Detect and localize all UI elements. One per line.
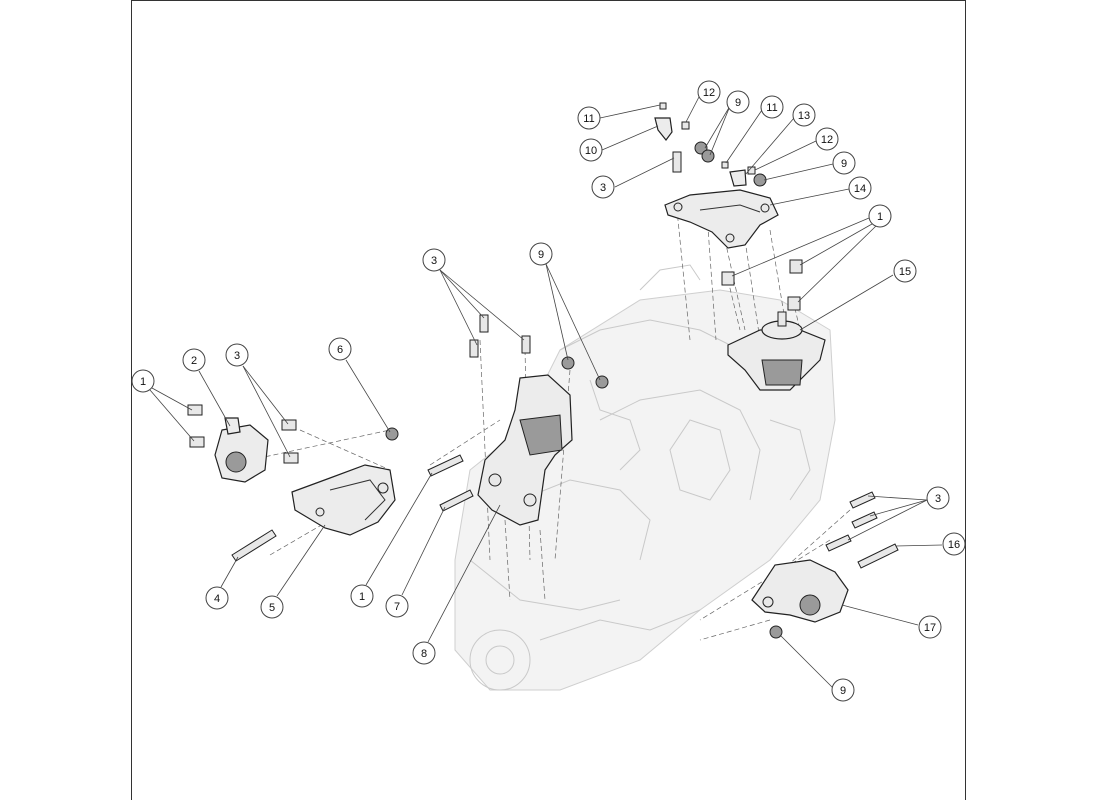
callout-number: 9 (841, 158, 847, 170)
callout-circle (792, 103, 816, 127)
callout-number: 9 (538, 249, 544, 261)
callout-c25: 17 (918, 615, 942, 639)
center-gearbox-mount (469, 314, 609, 526)
callout-c9: 3 (591, 175, 615, 199)
callout-circle (726, 90, 750, 114)
callout-c8: 9 (832, 151, 856, 175)
callout-circle (529, 242, 553, 266)
callout-c12: 3 (422, 248, 446, 272)
callout-c3: 9 (726, 90, 750, 114)
callout-number: 12 (703, 87, 715, 99)
callout-number: 7 (394, 601, 400, 613)
left-transmission-mount (187, 404, 269, 483)
callout-c6: 10 (579, 138, 603, 162)
callout-circle (205, 586, 229, 610)
callout-circle (918, 615, 942, 639)
callout-circle (350, 584, 374, 608)
callout-c10: 14 (848, 176, 872, 200)
callout-number: 10 (585, 145, 597, 157)
callout-c14: 15 (893, 259, 917, 283)
callout-circle (182, 348, 206, 372)
callout-c22: 5 (260, 595, 284, 619)
callout-number: 9 (840, 685, 846, 697)
upper-mount-bracket (664, 189, 779, 249)
callout-c24: 7 (385, 594, 409, 618)
long-bolts (231, 454, 899, 569)
callout-c1: 11 (577, 106, 601, 130)
callout-number: 1 (877, 211, 883, 223)
callout-number: 1 (359, 591, 365, 603)
callout-circle (412, 641, 436, 665)
callout-c17: 3 (225, 343, 249, 367)
callout-number: 13 (798, 110, 810, 122)
callout-circle (893, 259, 917, 283)
callout-number: 1 (140, 376, 146, 388)
callout-circle (926, 486, 950, 510)
callout-circle (831, 678, 855, 702)
callout-circle (328, 337, 352, 361)
hydraulic-engine-mount (727, 311, 826, 391)
callout-circle (131, 369, 155, 393)
callout-number: 8 (421, 648, 427, 660)
callout-c26: 8 (412, 641, 436, 665)
callout-number: 11 (766, 102, 777, 114)
callout-circle (385, 594, 409, 618)
callout-c20: 16 (942, 532, 966, 556)
callout-number: 3 (935, 493, 941, 505)
callout-circle (815, 127, 839, 151)
callout-circle (760, 95, 784, 119)
callout-number: 16 (948, 539, 960, 551)
callout-circle (848, 176, 872, 200)
callout-c2: 12 (697, 80, 721, 104)
callout-number: 5 (269, 602, 275, 614)
callout-number: 11 (583, 113, 594, 125)
rear-torque-mount (751, 559, 849, 639)
callout-c11: 1 (868, 204, 892, 228)
small-fasteners-top (654, 102, 767, 187)
callout-number: 3 (234, 350, 240, 362)
callout-c16: 2 (182, 348, 206, 372)
callout-number: 3 (600, 182, 606, 194)
callout-circle (591, 175, 615, 199)
callout-circle (579, 138, 603, 162)
mount-bolts-right (721, 259, 803, 311)
callout-c18: 1 (131, 369, 155, 393)
callout-c4: 11 (760, 95, 784, 119)
callout-c15: 6 (328, 337, 352, 361)
callout-number: 14 (854, 183, 866, 195)
callout-number: 4 (214, 593, 220, 605)
left-mount-bracket (281, 419, 399, 536)
callout-number: 3 (431, 255, 437, 267)
callout-c13: 9 (529, 242, 553, 266)
callout-c21: 4 (205, 586, 229, 610)
callout-number: 2 (191, 355, 197, 367)
callout-c23: 1 (350, 584, 374, 608)
callout-c27: 9 (831, 678, 855, 702)
callout-circle (422, 248, 446, 272)
callout-number: 15 (899, 266, 911, 278)
callout-c5: 13 (792, 103, 816, 127)
callout-circle (577, 106, 601, 130)
callout-number: 12 (821, 134, 833, 146)
callout-number: 6 (337, 344, 343, 356)
callout-circle (832, 151, 856, 175)
callout-circle (697, 80, 721, 104)
callout-number: 17 (924, 622, 936, 634)
callout-c7: 12 (815, 127, 839, 151)
callout-circle (942, 532, 966, 556)
callout-number: 9 (735, 97, 741, 109)
callout-circle (868, 204, 892, 228)
callout-circle (225, 343, 249, 367)
callout-c19: 3 (926, 486, 950, 510)
callout-circle (260, 595, 284, 619)
leader-lines (149, 94, 943, 689)
